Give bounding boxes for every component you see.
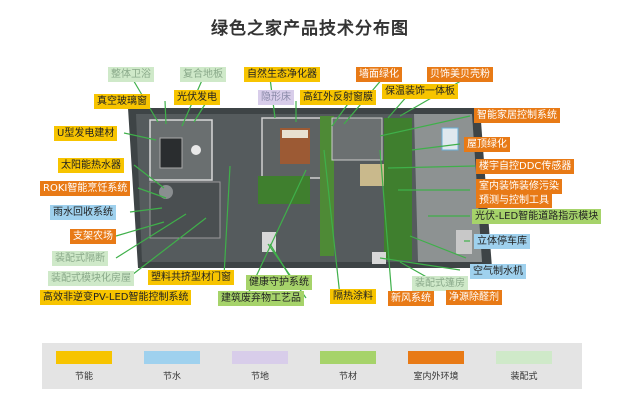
label-l23: 装配式隔断: [52, 251, 108, 266]
green-strip-1: [320, 116, 334, 256]
stairs: [360, 164, 384, 186]
legend-swatch: [56, 351, 112, 364]
legend-label: 节能: [74, 372, 93, 382]
label-l2: 复合地板: [180, 67, 226, 82]
floor-plan-diagram: [115, 77, 492, 299]
label-l30: 隔热涂料: [330, 289, 376, 304]
label-l12: U型发电建材: [54, 126, 118, 141]
label-l6: 真空玻璃窗: [94, 94, 150, 109]
label-l9: 高红外反射窗膜: [300, 90, 376, 105]
label-l21: 支架农场: [70, 229, 116, 244]
toilet: [191, 145, 201, 155]
label-l33: 建筑废弃物工艺品: [218, 291, 304, 306]
label-l32: 净源除醛剂: [446, 290, 502, 305]
label-l28: 高效非逆变PV-LED智能控制系统: [40, 290, 192, 305]
green-courtyard: [258, 176, 310, 204]
legend-swatch: [320, 351, 376, 364]
label-l22: 立体停车库: [474, 234, 530, 249]
green-wall: [384, 118, 412, 260]
parking-garage: [456, 230, 472, 254]
label-l27: 空气制水机: [470, 264, 526, 279]
label-l14: 太阳能热水器: [58, 158, 124, 173]
label-l3: 自然生态净化器: [244, 67, 320, 82]
label-l18: 预测与控制工具: [476, 193, 552, 208]
legend-item: 节能: [56, 351, 112, 382]
legend-item: 节材: [320, 351, 376, 382]
legend-item: 装配式: [496, 351, 552, 382]
legend-label: 节水: [162, 372, 181, 382]
legend-swatch: [232, 351, 288, 364]
legend-label: 节材: [338, 372, 357, 382]
label-l16: ROKI智能烹饪系统: [40, 181, 131, 196]
legend-label: 室内外环境: [413, 372, 459, 382]
mid-partition: [331, 117, 383, 161]
label-l31: 新风系统: [388, 291, 434, 306]
label-l4: 墙面绿化: [356, 67, 402, 82]
label-l19: 雨水回收系统: [50, 205, 116, 220]
parking-sign: [441, 127, 459, 151]
label-l20: 光伏-LED智能道路指示模块: [472, 209, 602, 224]
legend-item: 节地: [232, 351, 288, 382]
diagram-title: 绿色之家产品技术分布图: [211, 19, 409, 39]
legend-item: 节水: [144, 351, 200, 382]
air-water-unit: [372, 252, 386, 264]
legend: 节能 节水 节地 节材 室内外环境 装配式: [42, 343, 582, 389]
label-l7: 光伏发电: [174, 90, 220, 105]
label-l24: 装配式模块化房屋: [48, 271, 134, 286]
bathroom-fixture: [159, 137, 183, 169]
label-l29: 健康守护系统: [246, 275, 312, 290]
legend-label: 装配式: [510, 372, 538, 382]
label-l11: 智能家居控制系统: [474, 108, 560, 123]
label-l26: 装配式篷房: [412, 276, 468, 291]
legend-swatch: [408, 351, 464, 364]
label-l25: 塑料共挤型材门窗: [148, 270, 234, 285]
legend-swatch: [496, 351, 552, 364]
label-l15: 楼宇自控DDC传感器: [476, 159, 575, 174]
legend-label: 节地: [250, 372, 269, 382]
label-l5: 贝饰美贝壳粉: [427, 67, 493, 82]
label-l13: 屋顶绿化: [464, 137, 510, 152]
label-l1: 整体卫浴: [108, 67, 154, 82]
legend-swatch: [144, 351, 200, 364]
label-l10: 保温装饰一体板: [382, 84, 458, 99]
water-heater-tank: [159, 185, 173, 199]
legend-item: 室内外环境: [408, 351, 464, 382]
label-l8: 隐形床: [258, 90, 294, 105]
label-l17: 室内装饰装修污染: [476, 179, 562, 194]
bed-pillow: [282, 130, 308, 138]
